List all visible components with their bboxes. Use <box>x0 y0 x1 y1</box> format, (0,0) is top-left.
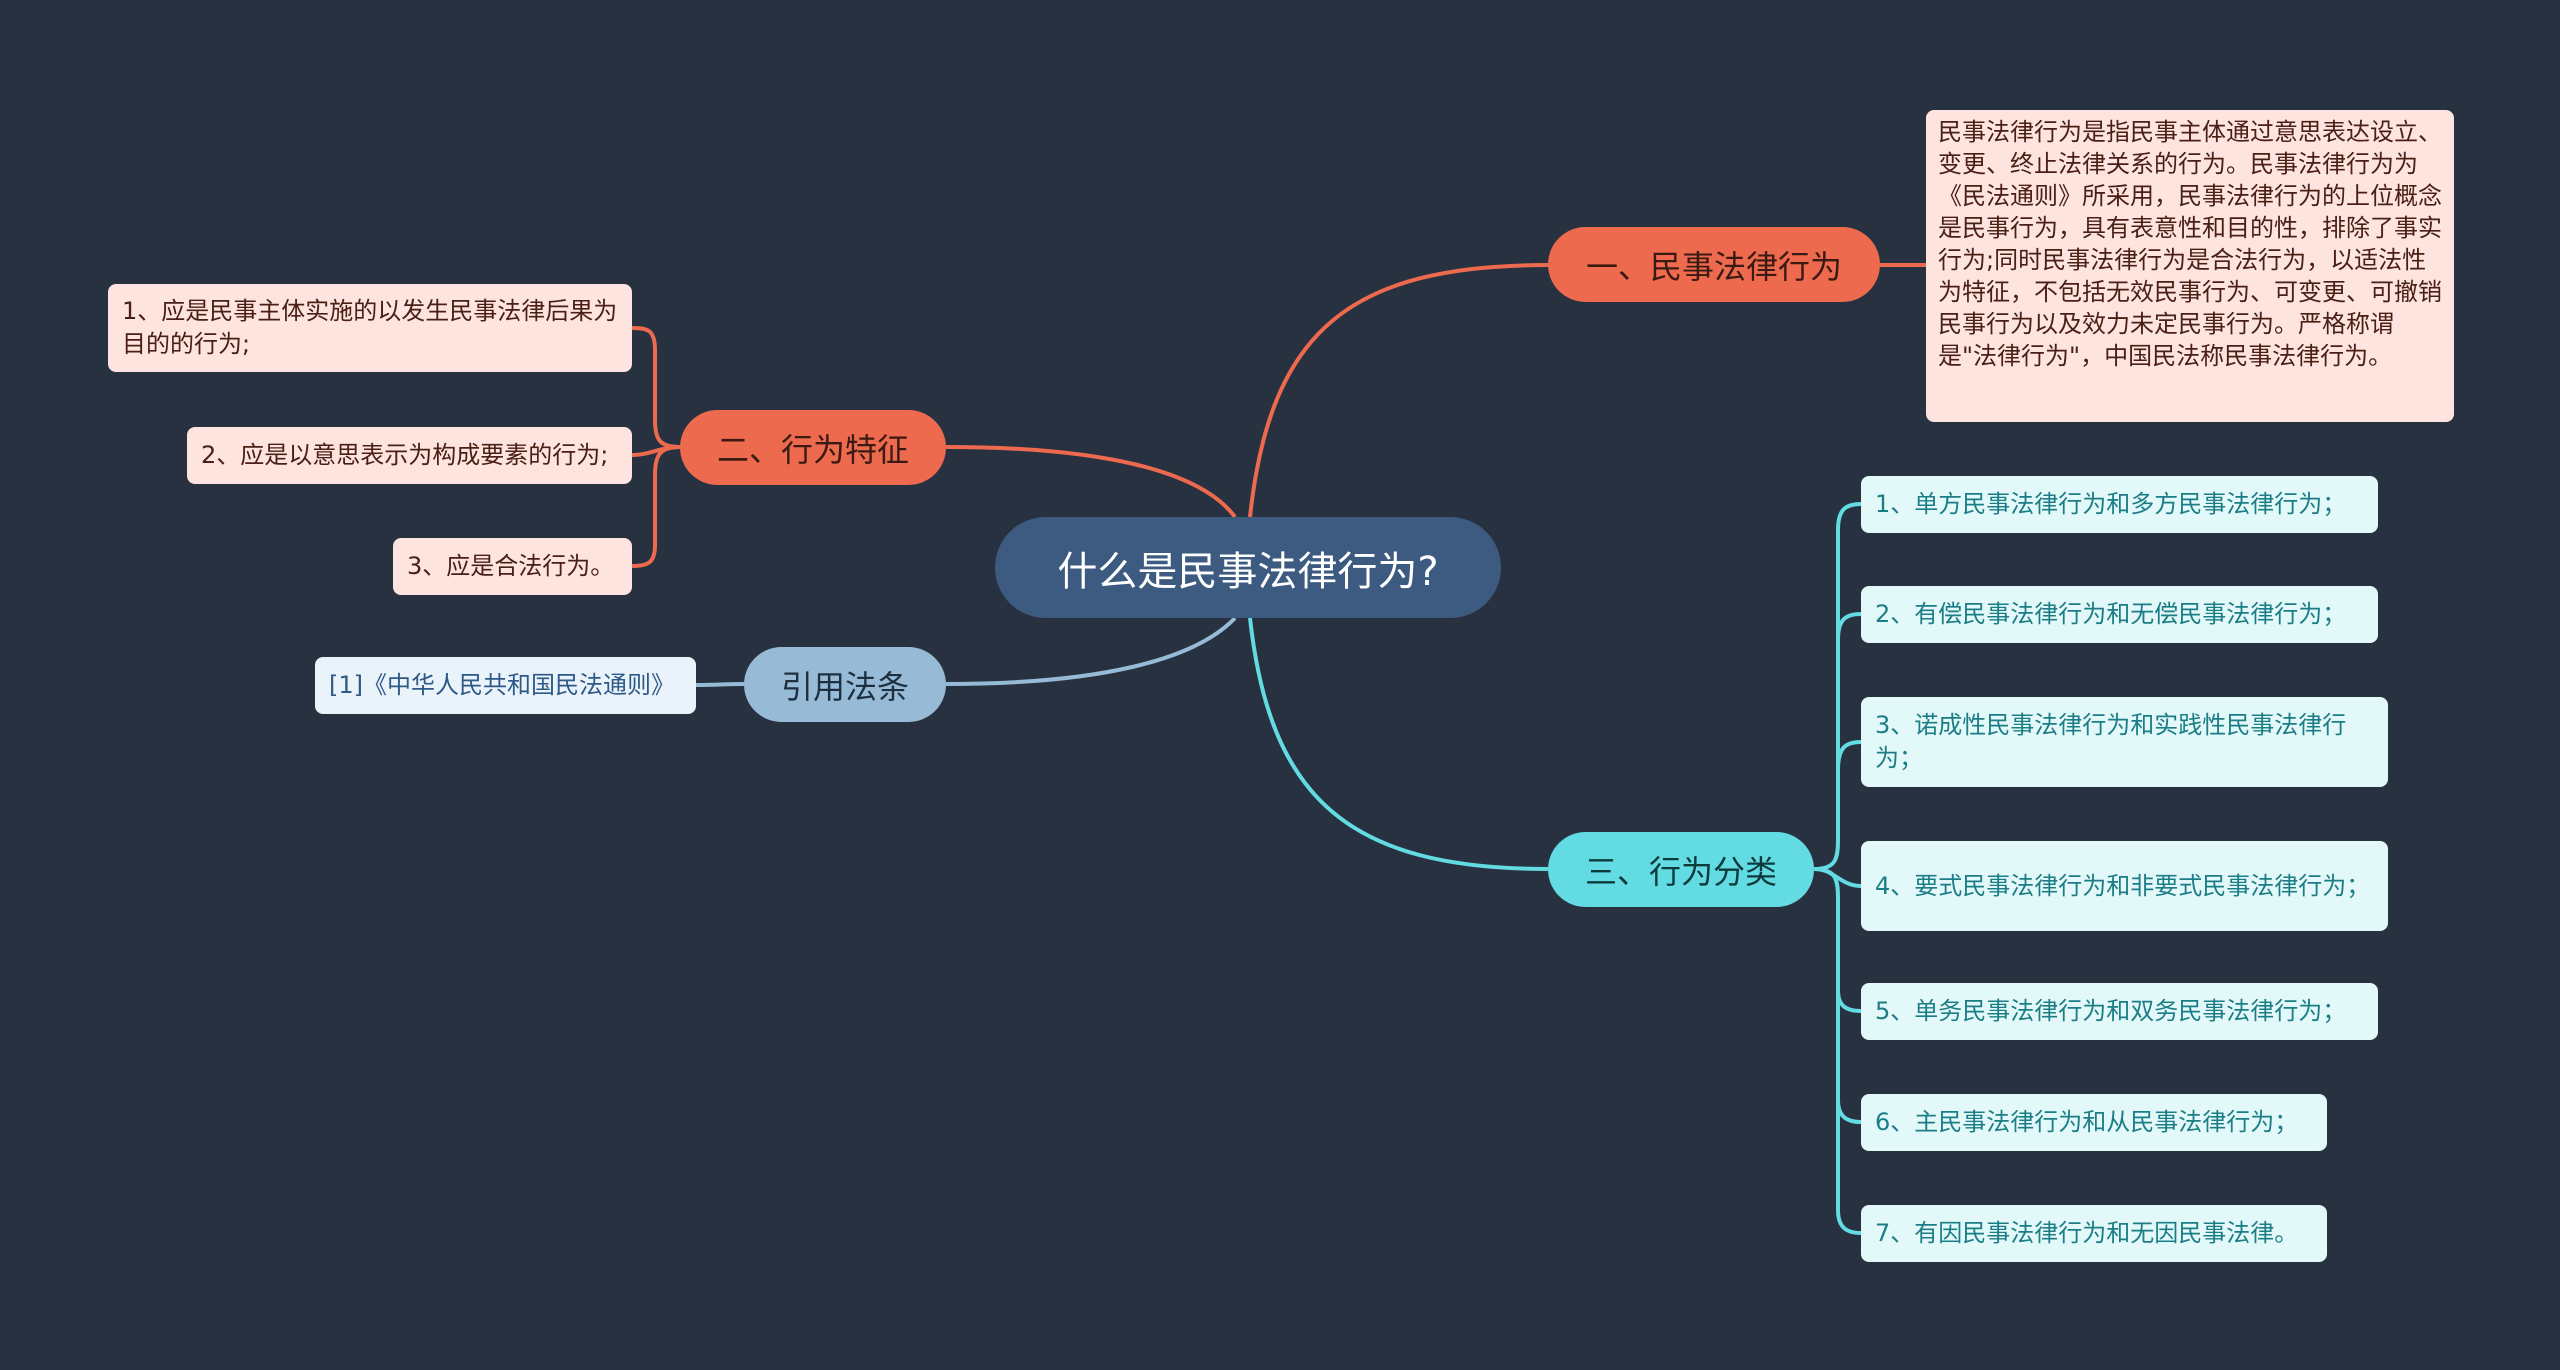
root-topic[interactable]: 什么是民事法律行为? <box>995 517 1501 618</box>
link-branch2-leaf3 <box>631 445 681 568</box>
branch-label: 一、民事法律行为 <box>1585 247 1842 286</box>
link-branch4-leaf7 <box>1836 1100 1862 1235</box>
branch-classification[interactable]: 三、行为分类 <box>1548 832 1814 907</box>
root-topic-label: 什么是民事法律行为? <box>1057 548 1439 595</box>
link-branch4-leaf5 <box>1813 867 1862 1013</box>
definition-note[interactable]: 民事法律行为是指民事主体通过意思表达设立、变更、终止法律关系的行为。民事法律行为… <box>1926 110 2454 422</box>
branch-label: 三、行为分类 <box>1584 852 1777 891</box>
item-text: [1]《中华人民共和国民法通则》 <box>329 671 675 699</box>
item-text: 7、有因民事法律行为和无因民事法律。 <box>1875 1219 2299 1247</box>
item-text: 2、应是以意思表示为构成要素的行为; <box>201 441 609 469</box>
item-text: 4、要式民事法律行为和非要式民事法律行为； <box>1875 871 2371 900</box>
classification-item-2[interactable]: 2、有偿民事法律行为和无偿民事法律行为； <box>1861 586 2378 643</box>
branch-label: 二、行为特征 <box>716 430 909 469</box>
classification-item-1[interactable]: 1、单方民事法律行为和多方民事法律行为； <box>1861 476 2378 533</box>
branch-characteristics[interactable]: 二、行为特征 <box>680 410 946 485</box>
item-text: 3、诺成性民事法律行为和实践性民事法律行为； <box>1875 711 2347 772</box>
branch-civil-juristic-act[interactable]: 一、民事法律行为 <box>1548 227 1880 302</box>
link-root-branch2 <box>945 445 1237 519</box>
link-branch3-leaf1 <box>695 682 745 687</box>
item-text: 3、应是合法行为。 <box>407 552 615 580</box>
classification-item-6[interactable]: 6、主民事法律行为和从民事法律行为； <box>1861 1094 2327 1151</box>
branch-label: 引用法条 <box>780 667 909 706</box>
item-text: 5、单务民事法律行为和双务民事法律行为； <box>1875 997 2347 1025</box>
link-branch4-leaf2 <box>1836 612 1862 641</box>
characteristic-item-3[interactable]: 3、应是合法行为。 <box>393 538 632 595</box>
item-text: 6、主民事法律行为和从民事法律行为； <box>1875 1108 2299 1136</box>
link-branch4-leaf3 <box>1836 740 1862 771</box>
item-text: 2、有偿民事法律行为和无偿民事法律行为； <box>1875 600 2347 628</box>
link-root-branch1 <box>1248 263 1549 518</box>
definition-text: 民事法律行为是指民事主体通过意思表达设立、变更、终止法律关系的行为。民事法律行为… <box>1938 118 2442 370</box>
classification-item-4[interactable]: 4、要式民事法律行为和非要式民事法律行为； <box>1861 841 2388 931</box>
item-text: 1、应是民事主体实施的以发生民事法律后果为目的的行为; <box>122 297 618 358</box>
cited-law-item[interactable]: [1]《中华人民共和国民法通则》 <box>315 657 696 714</box>
classification-item-3[interactable]: 3、诺成性民事法律行为和实践性民事法律行为； <box>1861 697 2388 787</box>
link-branch2-leaf1 <box>631 326 681 449</box>
link-root-branch3 <box>945 616 1237 686</box>
characteristic-item-2[interactable]: 2、应是以意思表示为构成要素的行为; <box>187 427 632 484</box>
branch-cited-law[interactable]: 引用法条 <box>744 647 946 722</box>
item-text: 1、单方民事法律行为和多方民事法律行为； <box>1875 490 2347 518</box>
characteristic-item-1[interactable]: 1、应是民事主体实施的以发生民事法律后果为目的的行为; <box>108 284 632 372</box>
classification-item-7[interactable]: 7、有因民事法律行为和无因民事法律。 <box>1861 1205 2327 1262</box>
link-branch4-leaf1 <box>1813 502 1862 871</box>
link-root-branch4 <box>1248 617 1549 871</box>
classification-item-5[interactable]: 5、单务民事法律行为和双务民事法律行为； <box>1861 983 2378 1040</box>
